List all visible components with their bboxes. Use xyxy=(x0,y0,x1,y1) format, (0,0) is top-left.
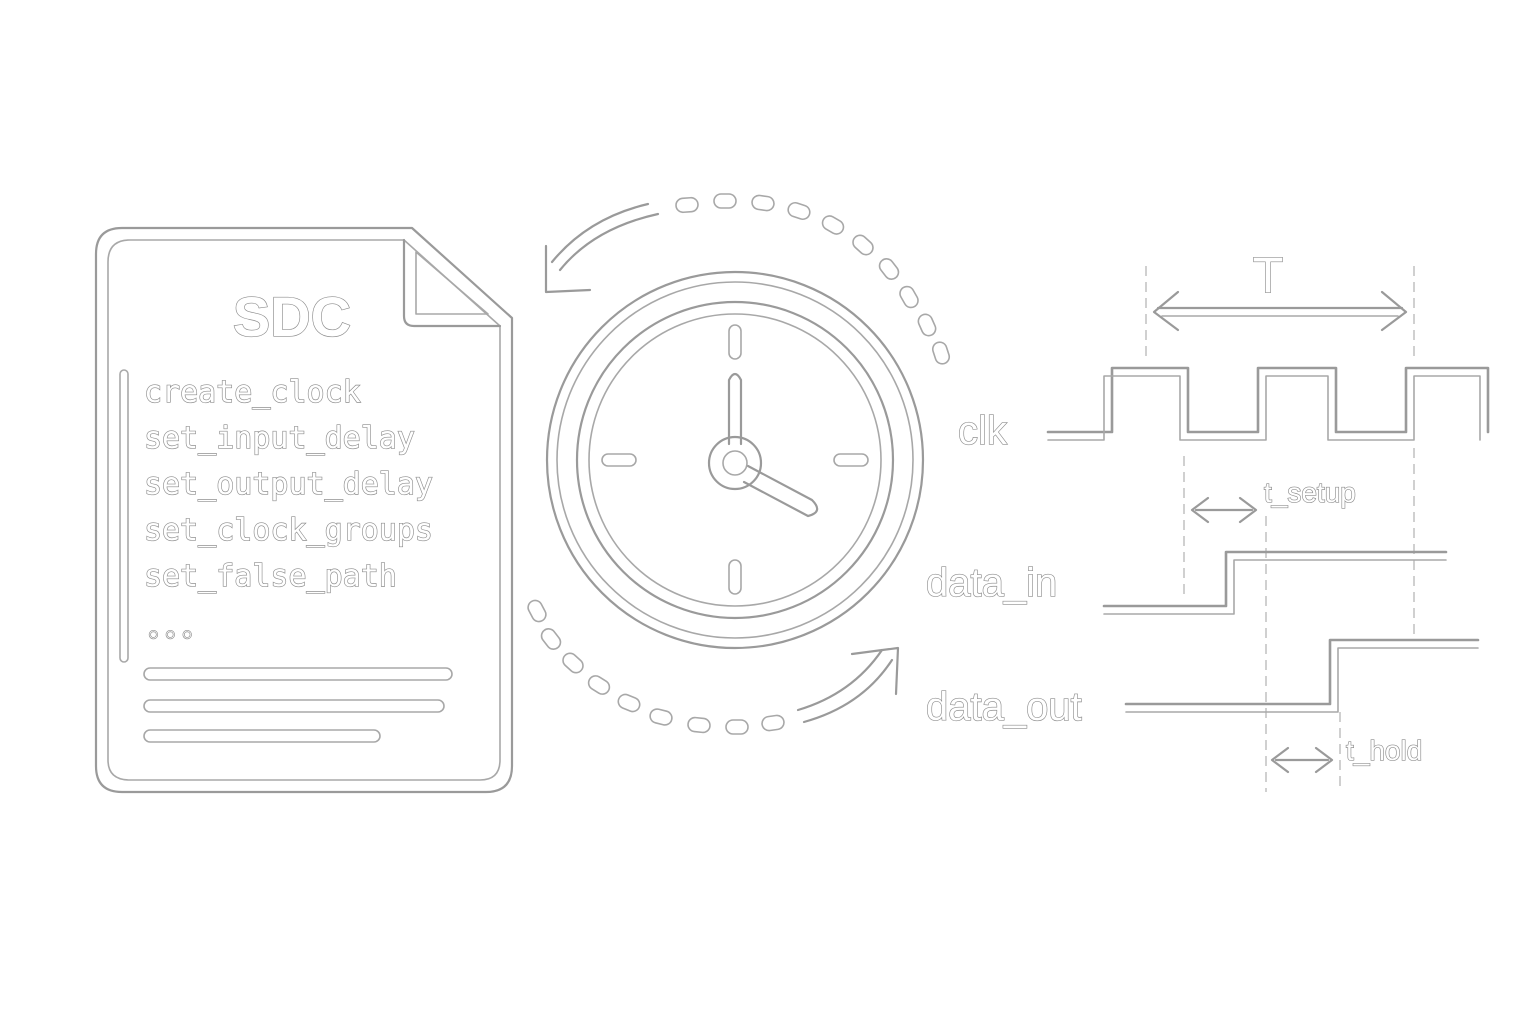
sdc-command-3: set_output_delay xyxy=(144,467,433,502)
sdc-ellipsis: ○○○ xyxy=(148,624,199,644)
signal-label-data-in: data_in xyxy=(926,561,1057,605)
clk-waveform xyxy=(1046,366,1490,434)
signal-label-clk: clk xyxy=(958,409,1008,453)
sdc-file-title: SDC xyxy=(233,285,351,348)
sdc-filler-line xyxy=(143,699,445,713)
sdc-filler-line xyxy=(143,667,453,681)
setup-label: t_setup xyxy=(1264,477,1356,508)
period-label: T xyxy=(1253,247,1284,303)
sdc-file-icon: SDC create_clock set_input_delay set_out… xyxy=(94,226,514,794)
period-arrow xyxy=(1152,290,1408,332)
sdc-command-1: create_clock xyxy=(144,375,361,410)
sdc-command-4: set_clock_groups xyxy=(144,513,433,548)
hold-arrow xyxy=(1270,746,1334,774)
data-out-waveform xyxy=(1124,638,1480,706)
sdc-filler-line xyxy=(143,729,381,743)
sdc-command-2: set_input_delay xyxy=(144,421,415,456)
signal-label-data-out: data_out xyxy=(926,685,1082,729)
cycle-arrows-icon xyxy=(527,193,951,735)
sdc-margin-bar xyxy=(119,369,129,663)
data-in-waveform xyxy=(1102,550,1448,608)
timing-diagram: T clk t_setup data_in data_out xyxy=(925,246,1490,792)
sdc-command-5: set_false_path xyxy=(144,559,397,594)
setup-arrow xyxy=(1190,496,1258,524)
clock-icon xyxy=(545,270,925,650)
hold-label: t_hold xyxy=(1346,735,1422,766)
